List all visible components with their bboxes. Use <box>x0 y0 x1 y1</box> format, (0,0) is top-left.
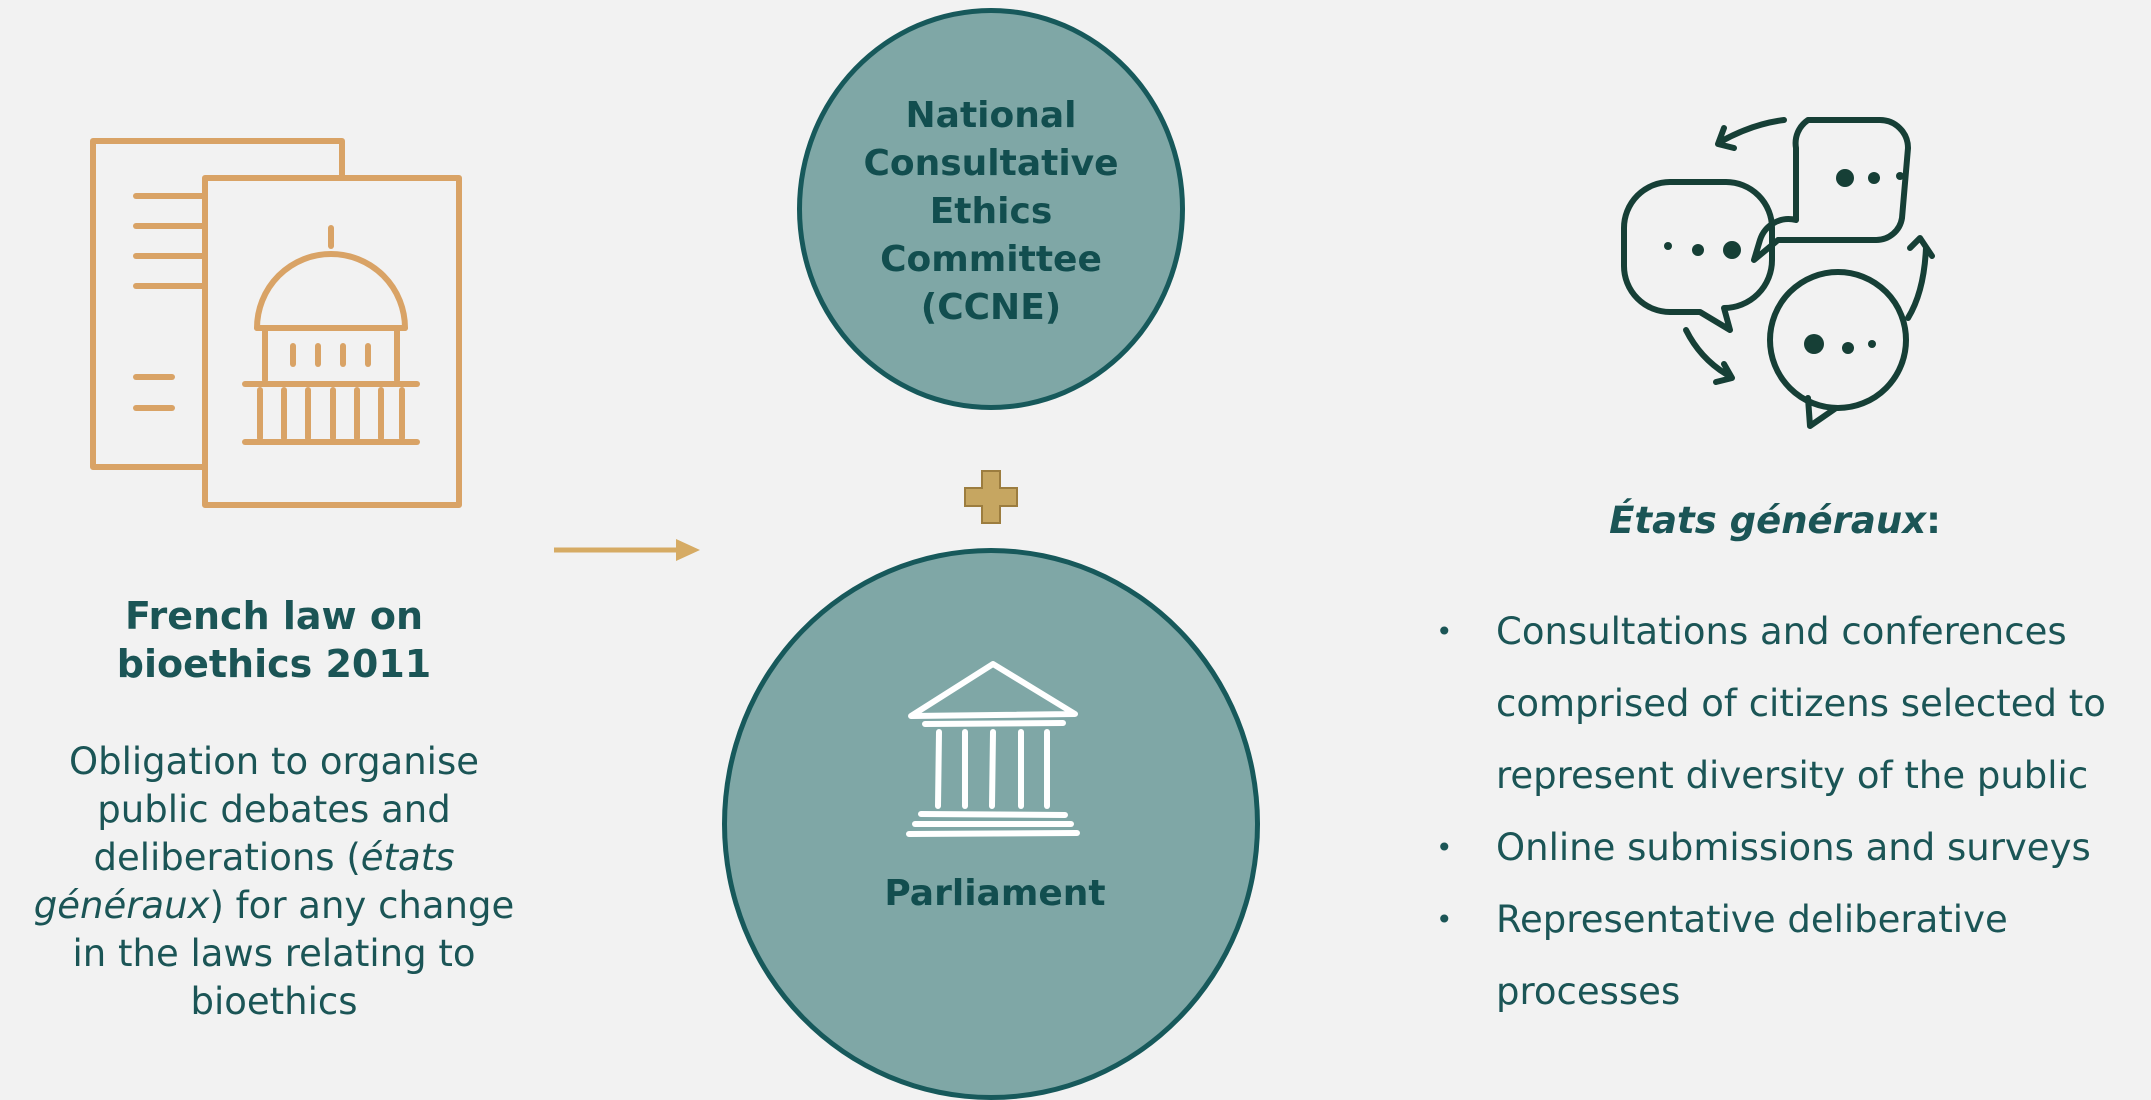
etats-generaux-heading: États généraux: <box>1560 496 1990 546</box>
law-document-icon <box>90 138 462 508</box>
law-desc-line: deliberations (états <box>0 834 548 882</box>
law-desc-line: bioethics <box>190 980 358 1023</box>
plus-icon <box>964 470 1018 524</box>
law-desc-italic: états <box>360 836 455 879</box>
ccne-label-line: Committee <box>880 239 1102 280</box>
law-desc-italic: généraux <box>33 884 210 927</box>
chat-bubbles-icon <box>1621 117 1935 429</box>
parliament-label: Parliament <box>884 873 1106 914</box>
law-desc-text: deliberations ( <box>93 836 361 879</box>
law-desc-text: ) for any change <box>209 884 515 927</box>
bullet-item: Representative deliberative processes <box>1430 884 2150 1028</box>
law-title-line: bioethics 2011 <box>116 642 432 686</box>
etats-heading-italic: États généraux <box>1609 499 1927 542</box>
ccne-label: National Consultative Ethics Committee (… <box>841 92 1141 332</box>
bullet-item: Consultations and conferences comprised … <box>1430 596 2150 812</box>
law-title-line: French law on <box>124 594 424 638</box>
law-desc-line: in the laws relating to <box>72 932 476 975</box>
law-title: French law on bioethics 2011 <box>0 592 548 688</box>
law-desc-line: public debates and <box>97 788 451 831</box>
law-desc-line: Obligation to organise <box>69 740 479 783</box>
law-description: Obligation to organise public debates an… <box>0 738 548 1026</box>
parliament-building-icon <box>906 661 1080 837</box>
law-desc-line: généraux) for any change <box>0 882 548 930</box>
ccne-label-line: Ethics <box>929 191 1053 232</box>
ccne-label-line: (CCNE) <box>920 287 1062 328</box>
ccne-circle: National Consultative Ethics Committee (… <box>797 8 1185 410</box>
ccne-label-line: National <box>905 95 1077 136</box>
bullet-item: Online submissions and surveys <box>1430 812 2150 884</box>
etats-heading-colon: : <box>1926 499 1941 542</box>
ccne-label-line: Consultative <box>863 143 1119 184</box>
arrow-right-icon <box>554 539 700 561</box>
etats-bullet-list: Consultations and conferences comprised … <box>1430 596 2150 1028</box>
